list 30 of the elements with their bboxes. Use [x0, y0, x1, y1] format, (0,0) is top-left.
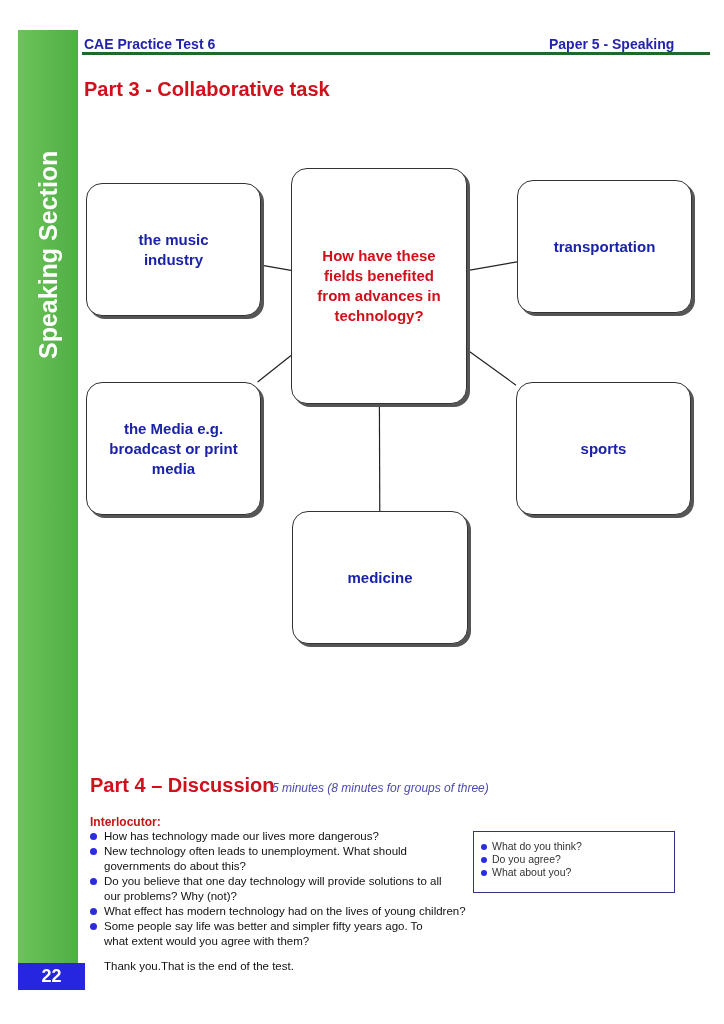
- connector-line: [257, 355, 292, 383]
- prompt-question: What about you?: [480, 866, 668, 879]
- topic-label: sports: [580, 438, 627, 459]
- question-text: How have these fields benefited from advances in technology?: [316, 246, 442, 326]
- question-box: [291, 168, 467, 404]
- discussion-question: What effect has modern technology had on the lives of young children?: [88, 904, 488, 919]
- topic-box: [516, 382, 691, 515]
- section-title: Speaking Section: [33, 149, 63, 362]
- page-number: 22: [18, 963, 85, 990]
- prompt-box: [473, 831, 675, 893]
- prompt-question: What do you think?: [480, 840, 668, 853]
- topic-label: transportation: [553, 236, 656, 257]
- topic-box: [86, 382, 261, 515]
- discussion-question: Do you believe that one day technology will provide solutions to all our problems? Why (not)?: [88, 874, 458, 904]
- prompt-question: Do you agree?: [480, 853, 668, 866]
- topic-label: the Media e.g. broadcast or print media: [108, 418, 239, 479]
- topic-box: [517, 180, 692, 313]
- discussion-question: How has technology made our lives more dangerous?: [88, 829, 458, 844]
- topic-box: [86, 183, 261, 316]
- part-heading: Part 3 - Collaborative task: [84, 78, 330, 101]
- timing-note: 5 minutes (8 minutes for groups of three): [272, 781, 489, 795]
- closing-line: Thank you.That is the end of the test.: [104, 960, 294, 972]
- topic-label: the music industry: [137, 229, 210, 270]
- discussion-question: Some people say life was better and simpler fifty years ago. To what extent would you agree with them?: [88, 919, 428, 949]
- topic-label: medicine: [347, 567, 413, 588]
- discussion-question: New technology often leads to unemployment. What should governments do about this?: [88, 844, 418, 874]
- topic-box: [292, 511, 468, 644]
- speaker-label: Interlocutor:: [90, 815, 161, 829]
- header-text: Paper 5 - Speaking: [549, 36, 675, 52]
- header-text: CAE Practice Test 6: [84, 36, 216, 52]
